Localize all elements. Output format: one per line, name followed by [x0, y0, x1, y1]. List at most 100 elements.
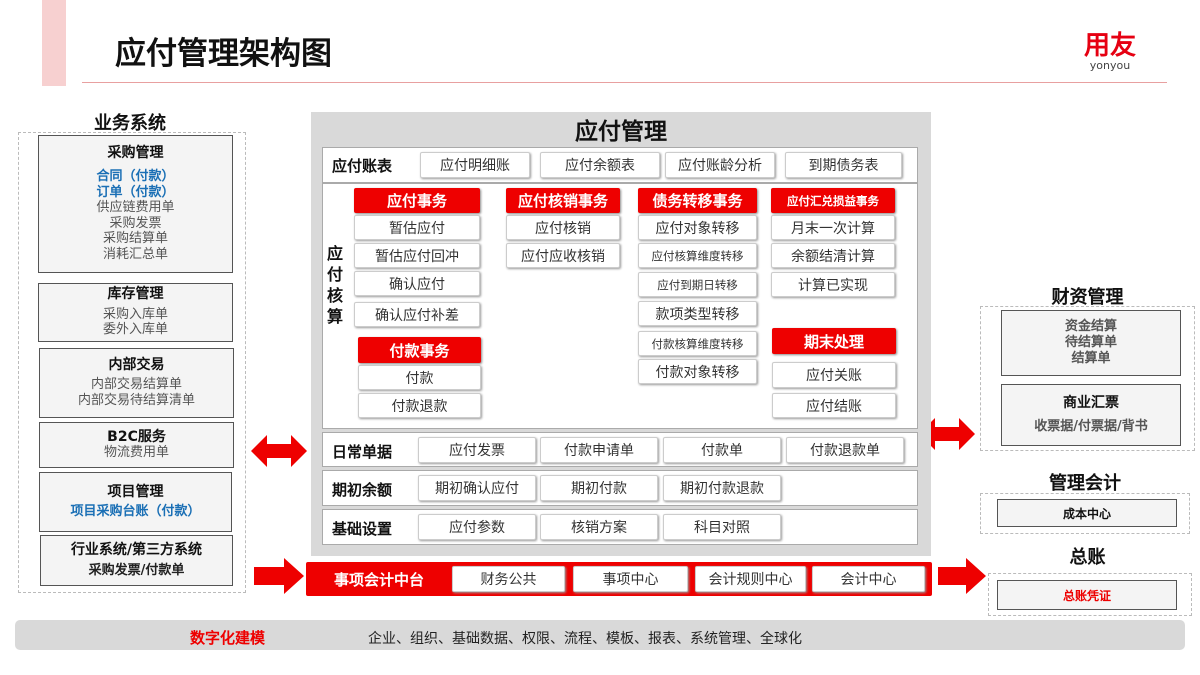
transfer-tx-item[interactable]: 应付核算维度转移 — [638, 243, 757, 268]
fx-tx-item[interactable]: 计算已实现 — [771, 272, 895, 297]
treasury-item: 资金结算 — [1064, 319, 1117, 334]
ap-tx-item[interactable]: 确认应付补差 — [354, 302, 480, 327]
period-end-item[interactable]: 应付关账 — [772, 362, 896, 388]
group-third-party: 行业系统/第三方系统 采购发票/付款单 — [40, 535, 233, 586]
group-item: 采购发票/付款单 — [88, 562, 185, 578]
opening-button[interactable]: 期初付款 — [540, 475, 658, 501]
group-inventory: 库存管理 采购入库单 委外入库单 — [38, 283, 233, 342]
group-item: 物流费用单 — [103, 445, 169, 460]
settings-button[interactable]: 核销方案 — [540, 514, 658, 540]
settings-label: 基础设置 — [332, 520, 393, 538]
group-item: 采购入库单 — [102, 306, 168, 322]
pay-tx-item[interactable]: 付款 — [358, 365, 481, 390]
opening-button[interactable]: 期初付款退款 — [663, 475, 781, 501]
divider — [82, 82, 1167, 83]
double-arrow-icon — [251, 435, 307, 467]
double-arrow-icon — [919, 418, 975, 450]
report-due-button[interactable]: 到期债务表 — [785, 152, 902, 178]
report-balance-button[interactable]: 应付余额表 — [540, 152, 660, 178]
gl-panel — [988, 573, 1192, 616]
business-systems-panel — [18, 132, 246, 593]
mgmt-accounting-title: 管理会计 — [1049, 473, 1121, 494]
transfer-tx-item[interactable]: 款项类型转移 — [638, 301, 757, 326]
digital-modeling-bar — [15, 620, 1185, 650]
group-title: 内部交易 — [108, 356, 165, 373]
opening-balance-label: 期初余额 — [332, 481, 393, 499]
cost-center-box: 成本中心 — [997, 499, 1177, 527]
group-purchase: 采购管理 合同（付款） 订单（付款） 供应链费用单 采购发票 采购结算单 消耗汇… — [38, 135, 233, 273]
group-item: 内部交易结算单 — [90, 377, 182, 393]
verify-tx-header: 应付核销事务 — [506, 188, 620, 213]
platform-button[interactable]: 会计规则中心 — [695, 566, 806, 592]
fx-tx-item[interactable]: 余额结清计算 — [771, 243, 895, 268]
accounting-label: 应付核算 — [327, 244, 344, 326]
group-item: 消耗汇总单 — [102, 246, 168, 262]
report-detail-button[interactable]: 应付明细账 — [420, 152, 530, 178]
transfer-tx-item[interactable]: 付款对象转移 — [638, 359, 757, 384]
period-end-header: 期末处理 — [772, 328, 896, 354]
gl-voucher-box: 总账凭证 — [997, 580, 1177, 610]
group-title: 库存管理 — [107, 286, 164, 303]
logo-sub: yonyou — [1089, 59, 1131, 72]
logo-text: 用友 — [1083, 31, 1136, 61]
group-item: 项目采购台账（付款） — [70, 504, 201, 519]
ap-tx-item[interactable]: 确认应付 — [354, 271, 480, 296]
platform-button[interactable]: 事项中心 — [573, 566, 688, 592]
middle-platform-label: 事项会计中台 — [333, 570, 424, 589]
report-aging-button[interactable]: 应付账龄分析 — [665, 152, 775, 178]
treasury-settlement-box: 资金结算 待结算单 结算单 — [1001, 310, 1181, 376]
period-end-item[interactable]: 应付结账 — [772, 393, 896, 418]
right-arrow-icon — [938, 558, 986, 594]
group-item: 供应链费用单 — [96, 200, 175, 216]
daily-docs-label: 日常单据 — [332, 443, 393, 461]
ap-panel-title: 应付管理 — [575, 119, 667, 145]
treasury-item: 待结算单 — [1064, 335, 1117, 350]
digital-modeling-label: 数字化建模 — [190, 629, 266, 647]
transfer-tx-item[interactable]: 应付到期日转移 — [638, 272, 757, 297]
daily-doc-button[interactable]: 付款退款单 — [786, 437, 904, 463]
daily-doc-button[interactable]: 应付发票 — [418, 437, 536, 463]
treasury-item: 结算单 — [1071, 351, 1111, 366]
group-internal-trade: 内部交易 内部交易结算单 内部交易待结算清单 — [39, 348, 234, 418]
right-arrow-icon — [254, 558, 304, 594]
pay-tx-header: 付款事务 — [358, 337, 481, 363]
fx-tx-header: 应付汇兑损益事务 — [771, 188, 895, 213]
transfer-tx-item[interactable]: 应付对象转移 — [638, 215, 757, 240]
digital-modeling-text: 企业、组织、基础数据、权限、流程、模板、报表、系统管理、全球化 — [368, 631, 802, 647]
group-project: 项目管理 项目采购台账（付款） — [39, 472, 232, 532]
daily-doc-button[interactable]: 付款单 — [663, 437, 781, 463]
pay-tx-item[interactable]: 付款退款 — [358, 393, 481, 418]
verify-tx-item[interactable]: 应付应收核销 — [506, 243, 620, 268]
settings-button[interactable]: 应付参数 — [418, 514, 536, 540]
commercial-bill-box: 商业汇票 收票据/付票据/背书 — [1001, 384, 1181, 446]
platform-button[interactable]: 会计中心 — [812, 566, 925, 592]
group-item: 合同（付款） — [96, 169, 175, 185]
transfer-tx-item[interactable]: 付款核算维度转移 — [638, 331, 757, 356]
ap-tx-header: 应付事务 — [354, 188, 480, 213]
verify-tx-item[interactable]: 应付核销 — [506, 215, 620, 240]
business-systems-title: 业务系统 — [94, 113, 166, 134]
group-title: B2C服务 — [107, 428, 166, 445]
group-item: 采购发票 — [109, 215, 162, 231]
page-title: 应付管理架构图 — [115, 36, 332, 72]
daily-doc-button[interactable]: 付款申请单 — [540, 437, 658, 463]
group-title: 项目管理 — [107, 483, 164, 500]
ap-tx-item[interactable]: 暂估应付回冲 — [354, 243, 480, 268]
fx-tx-item[interactable]: 月末一次计算 — [771, 215, 895, 240]
group-item: 委外入库单 — [102, 322, 168, 338]
transfer-tx-header: 债务转移事务 — [638, 188, 757, 213]
opening-button[interactable]: 期初确认应付 — [418, 475, 536, 501]
decor-bar — [42, 0, 66, 86]
settings-button[interactable]: 科目对照 — [663, 514, 781, 540]
commercial-bill-title: 商业汇票 — [1063, 395, 1119, 411]
reports-label: 应付账表 — [332, 157, 393, 175]
ap-tx-item[interactable]: 暂估应付 — [354, 215, 480, 240]
group-item: 订单（付款） — [96, 184, 175, 200]
treasury-title: 财资管理 — [1051, 287, 1124, 308]
commercial-bill-item: 收票据/付票据/背书 — [1034, 419, 1148, 434]
group-item: 采购结算单 — [102, 231, 168, 247]
platform-button[interactable]: 财务公共 — [452, 566, 565, 592]
group-title: 行业系统/第三方系统 — [70, 542, 203, 558]
gl-title: 总账 — [1069, 547, 1106, 568]
